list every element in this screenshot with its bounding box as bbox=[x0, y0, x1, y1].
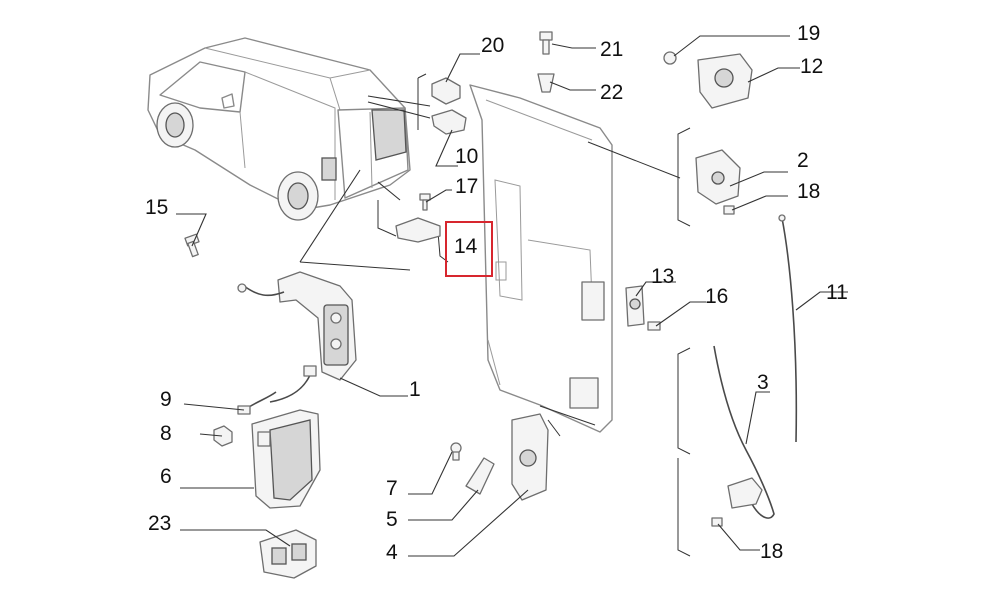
handle-bracket bbox=[259, 529, 317, 579]
callout-14: 14 bbox=[454, 235, 478, 258]
callout-16: 16 bbox=[705, 285, 728, 308]
door-lock-assembly bbox=[237, 271, 357, 403]
callout-leaders bbox=[176, 35, 848, 557]
callout-15: 15 bbox=[145, 196, 168, 219]
van-illustration bbox=[147, 37, 431, 263]
lever-5 bbox=[465, 457, 495, 495]
callout-5: 5 bbox=[386, 508, 398, 531]
rear-door-panel bbox=[469, 84, 681, 433]
clip-22 bbox=[537, 73, 555, 93]
screw-7 bbox=[450, 442, 462, 461]
callout-18-upper: 18 bbox=[797, 180, 820, 203]
callout-3: 3 bbox=[757, 371, 769, 394]
lock-striker-13 bbox=[625, 285, 645, 327]
callout-13: 13 bbox=[651, 265, 674, 288]
screw-17 bbox=[419, 193, 431, 211]
screw-18-lower bbox=[711, 517, 723, 527]
callout-11: 11 bbox=[826, 281, 848, 304]
callout-22: 22 bbox=[600, 81, 623, 104]
release-cable-11 bbox=[778, 214, 798, 443]
callout-20: 20 bbox=[481, 34, 504, 57]
callout-7: 7 bbox=[386, 477, 398, 500]
rivet-19 bbox=[663, 51, 677, 65]
callout-23: 23 bbox=[148, 512, 171, 535]
callout-19: 19 bbox=[797, 22, 820, 45]
callout-14-highlight-box bbox=[445, 221, 493, 277]
callout-18-lower: 18 bbox=[760, 540, 783, 563]
callout-8: 8 bbox=[160, 422, 172, 445]
upper-bracket-12 bbox=[697, 53, 753, 109]
release-cable-3 bbox=[713, 345, 775, 519]
upper-hinge-brackets bbox=[431, 77, 467, 135]
outer-door-handle bbox=[251, 409, 321, 509]
callout-1: 1 bbox=[409, 378, 421, 401]
callout-17: 17 bbox=[455, 175, 478, 198]
bracket-guides bbox=[299, 73, 691, 557]
nut bbox=[213, 425, 233, 447]
striker-plate bbox=[395, 217, 441, 243]
screw-18-upper bbox=[723, 205, 735, 215]
callout-6: 6 bbox=[160, 465, 172, 488]
bolt-21 bbox=[539, 31, 553, 55]
callout-9: 9 bbox=[160, 388, 172, 411]
lower-latch bbox=[727, 477, 763, 509]
callout-2: 2 bbox=[797, 149, 809, 172]
callout-12: 12 bbox=[800, 55, 823, 78]
lock-wiring bbox=[237, 391, 277, 415]
callout-21: 21 bbox=[600, 38, 623, 61]
callout-labels: 1 2 3 4 5 6 7 8 9 10 11 12 13 14 15 16 1… bbox=[145, 22, 848, 564]
callout-10: 10 bbox=[455, 145, 478, 168]
bolt-16 bbox=[647, 321, 661, 331]
lower-lock-4 bbox=[511, 413, 549, 501]
callout-4: 4 bbox=[386, 541, 398, 564]
door-hinge-2 bbox=[695, 149, 741, 205]
